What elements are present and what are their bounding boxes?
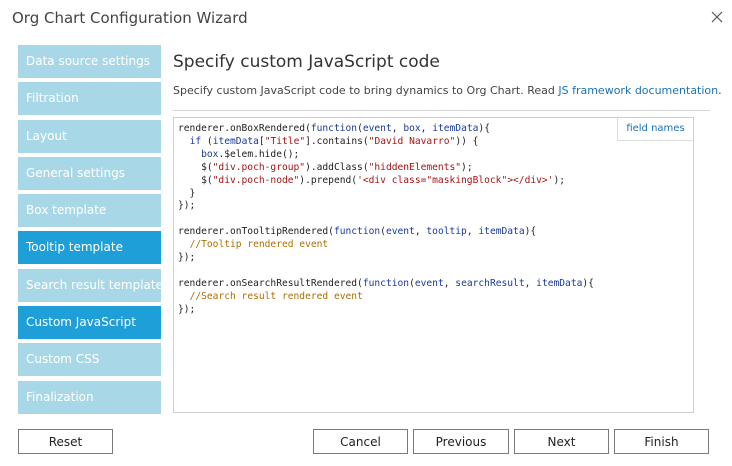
sidebar-item-finalization[interactable]: Finalization — [18, 380, 161, 414]
page-description: Specify custom JavaScript code to bring … — [173, 84, 722, 97]
sidebar-item-tooltip-template[interactable]: Tooltip template — [18, 231, 161, 265]
cancel-button[interactable]: Cancel — [313, 429, 408, 454]
description-text: Specify custom JavaScript code to bring … — [173, 84, 559, 97]
sidebar-item-filtration[interactable]: Filtration — [18, 82, 161, 116]
sidebar-item-layout[interactable]: Layout — [18, 119, 161, 153]
sidebar-item-data-source-settings[interactable]: Data source settings — [18, 45, 161, 78]
code-editor[interactable]: field names renderer.onBoxRendered(funct… — [173, 117, 694, 413]
next-button[interactable]: Next — [514, 429, 609, 454]
code-content[interactable]: renderer.onBoxRendered(function(event, b… — [178, 123, 594, 315]
window-title: Org Chart Configuration Wizard — [12, 9, 248, 27]
reset-button[interactable]: Reset — [18, 429, 113, 454]
sidebar-item-custom-javascript[interactable]: Custom JavaScript — [18, 306, 161, 340]
js-framework-documentation-link[interactable]: JS framework documentation — [558, 84, 719, 97]
page-title: Specify custom JavaScript code — [173, 52, 440, 72]
finish-button[interactable]: Finish — [614, 429, 709, 454]
description-end: . — [718, 84, 722, 97]
wizard-steps-sidebar: Data source settings Filtration Layout G… — [18, 45, 161, 418]
close-icon[interactable] — [708, 8, 726, 26]
sidebar-item-general-settings[interactable]: General settings — [18, 156, 161, 190]
sidebar-item-box-template[interactable]: Box template — [18, 194, 161, 228]
previous-button[interactable]: Previous — [413, 429, 509, 454]
divider — [173, 110, 710, 111]
sidebar-item-search-result-template[interactable]: Search result template — [18, 268, 161, 302]
field-names-button[interactable]: field names — [617, 118, 693, 141]
sidebar-item-custom-css[interactable]: Custom CSS — [18, 343, 161, 377]
